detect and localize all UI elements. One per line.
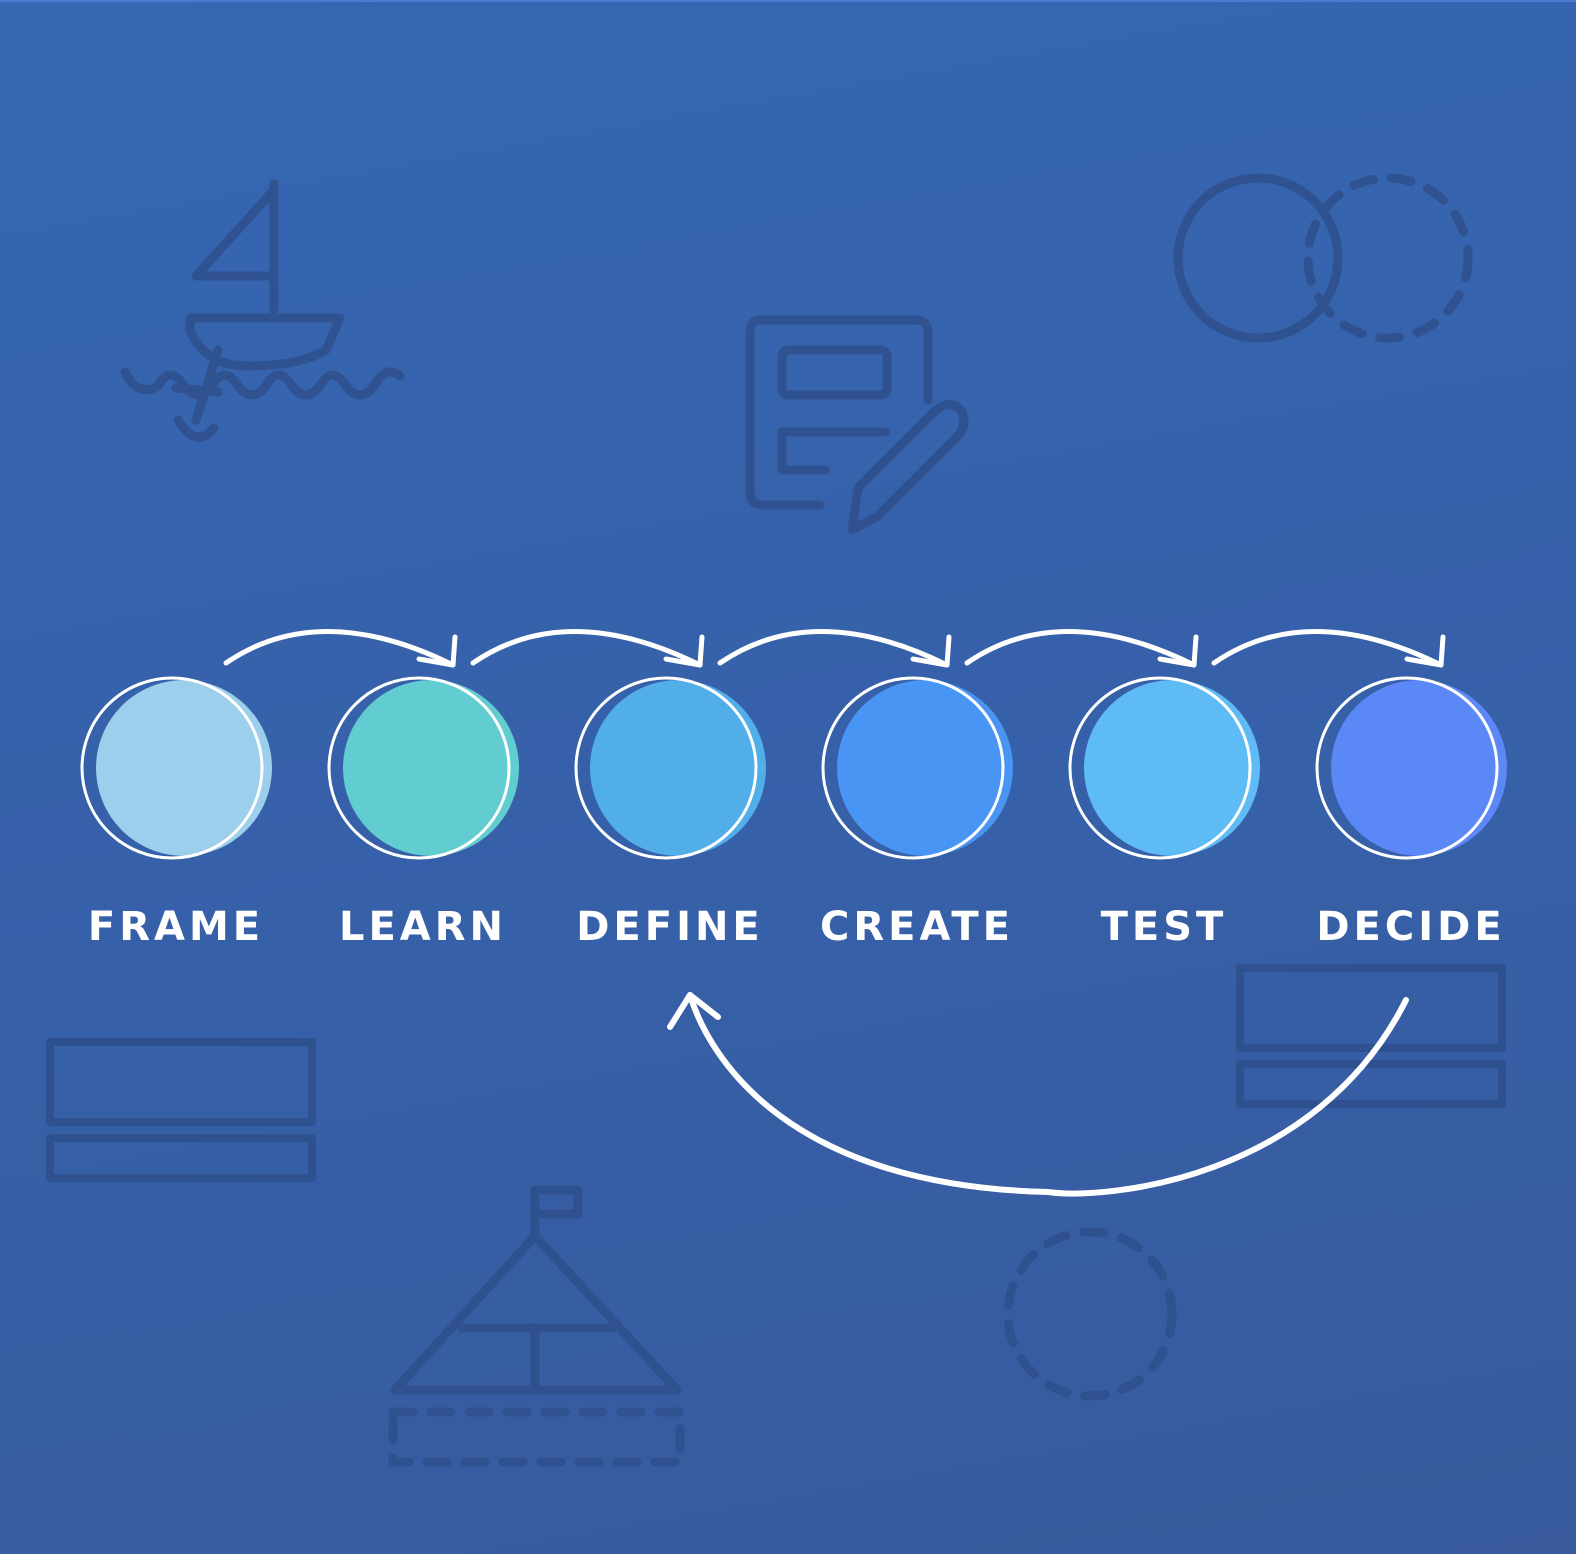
- step-ring: [574, 676, 758, 860]
- forward-arrow: [964, 629, 1197, 668]
- bars-icon-right: [1236, 964, 1506, 1108]
- step-ring: [1315, 676, 1499, 860]
- step-label: FRAME: [88, 904, 264, 950]
- loop-back-arrow: [687, 992, 1409, 1197]
- venn-circles-icon: [1173, 173, 1473, 343]
- arrow-head: [663, 634, 705, 668]
- bars-icon-left: [46, 1038, 316, 1182]
- step-test: TEST: [1068, 676, 1260, 950]
- arrow-head: [1157, 634, 1199, 668]
- step-circle: [1331, 680, 1507, 856]
- step-label: CREATE: [820, 904, 1014, 950]
- step-ring: [821, 676, 1005, 860]
- step-define: DEFINE: [574, 676, 766, 950]
- step-circle: [343, 680, 519, 856]
- arrow-head: [416, 634, 458, 668]
- step-circle: [837, 680, 1013, 856]
- step-ring: [80, 676, 264, 860]
- sailboat-icon: [120, 179, 405, 442]
- arrow-head: [1404, 634, 1446, 668]
- step-create: CREATE: [820, 676, 1014, 950]
- step-decide: DECIDE: [1315, 676, 1507, 950]
- step-circle: [96, 680, 272, 856]
- step-circle: [590, 680, 766, 856]
- top-edge: [0, 0, 1576, 2]
- forward-arrow: [470, 629, 703, 668]
- forward-arrow: [1211, 629, 1444, 668]
- step-label: DEFINE: [576, 904, 764, 950]
- pyramid-flag-icon: [388, 1185, 685, 1467]
- forward-arrow: [223, 629, 456, 668]
- document-edit-icon: [745, 315, 969, 535]
- step-label: DECIDE: [1316, 904, 1505, 950]
- dashed-circle-icon: [1003, 1227, 1177, 1401]
- arrow-head: [910, 634, 952, 668]
- step-ring: [327, 676, 511, 860]
- step-label: LEARN: [339, 904, 507, 950]
- step-label: TEST: [1101, 904, 1228, 950]
- step-frame: FRAME: [80, 676, 272, 950]
- forward-arrow: [717, 629, 950, 668]
- step-learn: LEARN: [327, 676, 519, 950]
- step-circle: [1084, 680, 1260, 856]
- step-ring: [1068, 676, 1252, 860]
- arrow-head: [667, 992, 721, 1030]
